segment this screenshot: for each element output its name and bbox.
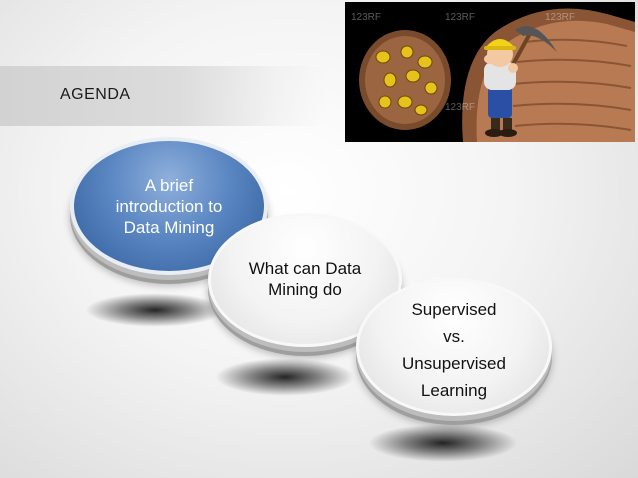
agenda-item-2-label: What can Data Mining do [248, 259, 362, 299]
agenda-item-1-label: A brief introduction to Data Mining [115, 175, 223, 237]
disc-shadow [368, 424, 518, 462]
watermark-text: 123RF [351, 12, 381, 23]
watermark-text: 123RF [545, 12, 575, 23]
slide-title: AGENDA [60, 86, 131, 103]
agenda-item-3-label: Supervised vs. Unsupervised Learning [402, 300, 506, 400]
title-band [0, 66, 326, 126]
watermark-text: 123RF [445, 12, 475, 23]
disc-shadow [85, 293, 225, 327]
agenda-item-3: Supervised vs. Unsupervised Learning [356, 278, 552, 416]
disc-shadow [215, 358, 355, 396]
watermark-text: 123RF [445, 102, 475, 113]
miner-cartoon-image: 123RF 123RF 123RF 123RF [345, 2, 635, 142]
